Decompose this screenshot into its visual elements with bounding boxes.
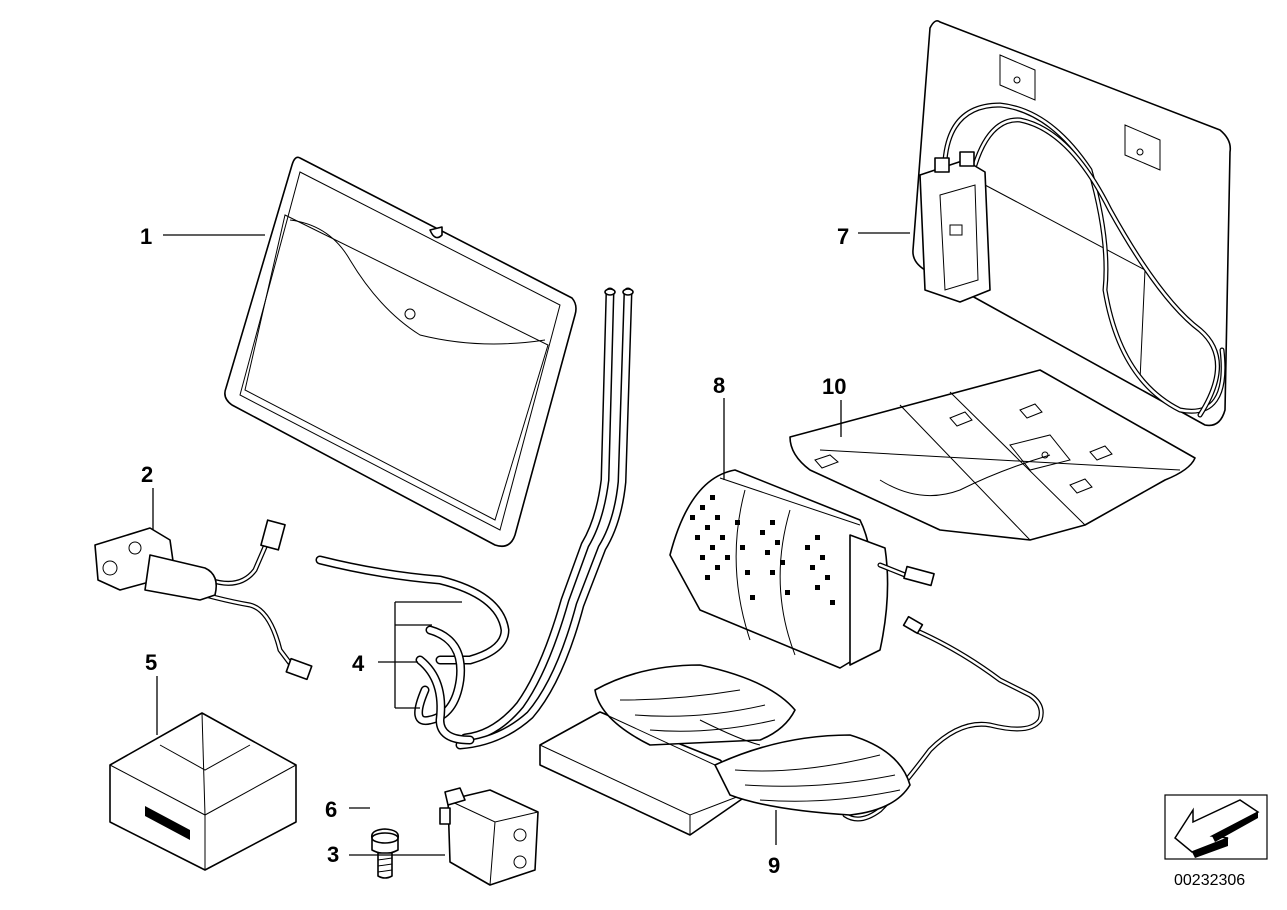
arrow-down-left-icon[interactable] [1164, 794, 1268, 860]
part-10-seat-plate[interactable] [789, 369, 1196, 541]
part-3-valve-block[interactable] [439, 787, 539, 886]
part-8-pump-assembly[interactable] [669, 469, 1044, 822]
callout-3: 3 [327, 842, 339, 867]
mesh-holes [690, 495, 835, 605]
part-1-cover-panel[interactable] [224, 156, 577, 548]
part-2-pump-motor[interactable] [94, 519, 313, 681]
callout-7: 7 [837, 224, 849, 249]
callout-8: 8 [713, 373, 725, 398]
callout-6: 6 [325, 797, 337, 822]
callout-2: 2 [141, 462, 153, 487]
callout-10: 10 [822, 374, 846, 399]
part-7-backrest-panel[interactable] [912, 20, 1232, 427]
part-5-box[interactable] [109, 712, 297, 871]
part-4-hoses[interactable] [315, 287, 634, 750]
callout-1: 1 [140, 224, 152, 249]
callout-4: 4 [352, 651, 365, 676]
callout-5: 5 [145, 650, 157, 675]
callout-9: 9 [768, 853, 780, 878]
part-9-air-bladders[interactable] [539, 664, 911, 836]
part-6-screw[interactable] [370, 828, 400, 879]
image-code: 00232306 [1174, 872, 1245, 889]
leader-bracket-4 [378, 601, 462, 709]
